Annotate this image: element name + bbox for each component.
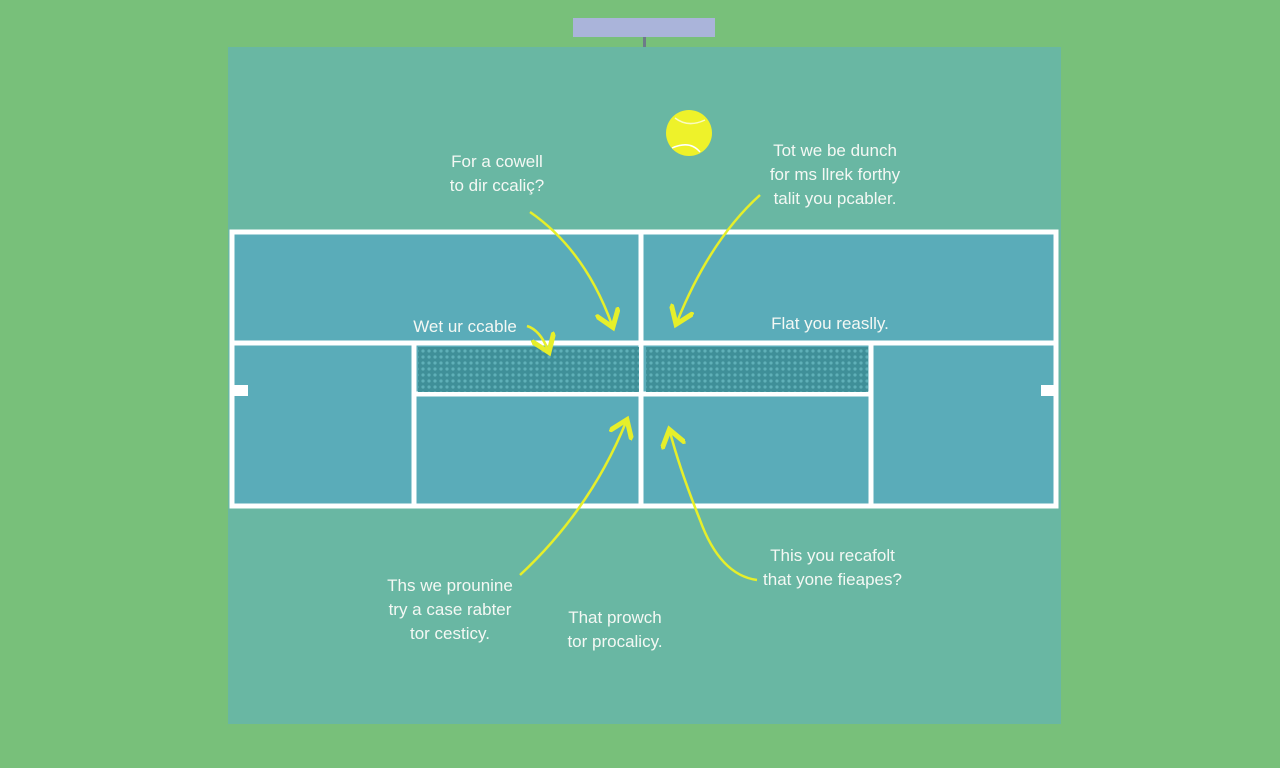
court-surface bbox=[232, 232, 1056, 506]
annotation-top-left: For a cowell to dir ccaliç? bbox=[449, 152, 545, 195]
arrow-bottom-right bbox=[670, 432, 758, 582]
arrow-top-right bbox=[677, 194, 761, 322]
arrow-top-left bbox=[529, 210, 612, 325]
net-right bbox=[646, 347, 868, 392]
annotation-top-right: Tot we be dunch for ms llrek forthy tali… bbox=[769, 141, 901, 208]
court-lines bbox=[229, 229, 1059, 509]
net-left bbox=[418, 347, 639, 392]
scoreboard bbox=[573, 18, 715, 37]
annotation-bottom-right: This you recafolt that yone fieapes? bbox=[763, 546, 902, 589]
arrow-net-left bbox=[526, 324, 548, 350]
arrow-bottom-left bbox=[519, 422, 626, 576]
annotation-net-left: Wet ur ccable bbox=[413, 317, 517, 336]
scoreboard-post bbox=[643, 37, 646, 47]
net-post-right bbox=[1041, 385, 1056, 396]
tennis-ball-icon bbox=[666, 110, 712, 156]
annotation-net-right: Flat you reaslly. bbox=[771, 314, 889, 333]
annotation-bottom-center: That prowch tor procalicy. bbox=[567, 608, 663, 651]
annotation-bottom-left: Ths we prounine try a case rabter tor ce… bbox=[387, 576, 513, 643]
net-post-left bbox=[233, 385, 248, 396]
